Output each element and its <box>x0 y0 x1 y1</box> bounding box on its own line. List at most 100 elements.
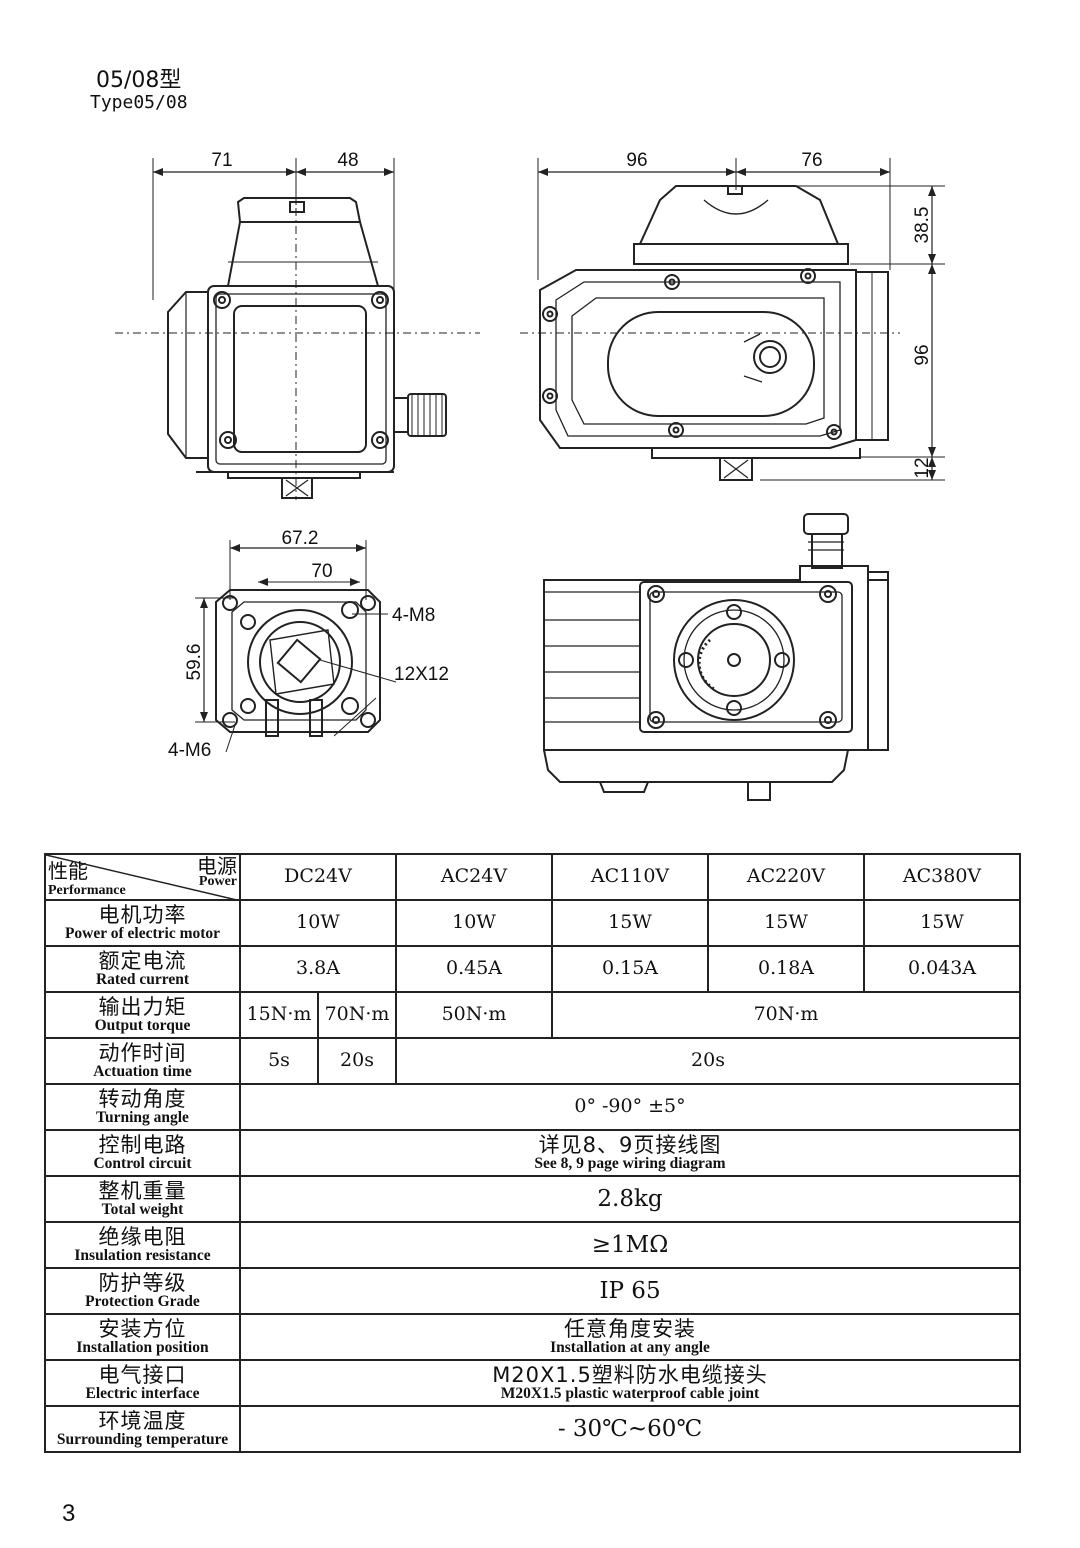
table-cell: 15W <box>863 899 1022 947</box>
label-en: Insulation resistance <box>74 1246 211 1264</box>
label-cn: 电机功率 <box>98 902 187 927</box>
table-cell: 2.8kg <box>238 1175 1022 1223</box>
table-cell: 3.8A <box>238 945 398 993</box>
column-header: DC24V <box>238 853 398 901</box>
label-cn: 电气接口 <box>98 1362 187 1387</box>
value-en: See 8, 9 page wiring diagram <box>534 1154 726 1172</box>
label-cn: 安装方位 <box>98 1316 187 1341</box>
table-cell: 20s <box>395 1037 1022 1085</box>
table-cell: 70N·m <box>316 991 398 1039</box>
dim-side-top: 38.5 <box>912 207 933 244</box>
value-cn: 任意角度安装 <box>564 1316 696 1341</box>
table-cell: 15W <box>707 899 866 947</box>
technical-drawings: 71 48 96 76 38.5 96 12 67.2 70 4-M8 59.6… <box>115 150 945 801</box>
table-cell: IP 65 <box>238 1267 1022 1315</box>
table-cell: ≥1MΩ <box>238 1221 1022 1269</box>
table-cell: 70N·m <box>551 991 1022 1039</box>
label-en: Control circuit <box>93 1154 192 1172</box>
table-cell: - 30℃~60℃ <box>238 1405 1022 1453</box>
bottom-view-drawing <box>543 513 889 801</box>
power-en: Power <box>198 874 237 889</box>
label-en: Output torque <box>94 1016 191 1034</box>
table-cell: 15W <box>551 899 710 947</box>
label-cn: 转动角度 <box>98 1086 187 1111</box>
table-cell: 15N·m <box>239 991 319 1039</box>
diagonal-divider <box>47 856 232 898</box>
table-cell: 5s <box>239 1037 319 1085</box>
flange-view-drawing <box>195 540 397 753</box>
table-cell: 0.043A <box>863 945 1022 993</box>
label-cn: 整机重量 <box>98 1178 187 1203</box>
table-cell: 0.18A <box>707 945 866 993</box>
table-cell: 0° -90° ±5° <box>238 1083 1022 1131</box>
dim-square: 12X12 <box>394 664 449 685</box>
label-en: Power of electric motor <box>64 924 221 942</box>
label-en: Turning angle <box>96 1108 189 1126</box>
table-cell: 20s <box>316 1037 398 1085</box>
label-cn: 绝缘电阻 <box>98 1224 187 1249</box>
column-header: AC110V <box>551 853 710 901</box>
label-cn: 控制电路 <box>98 1132 187 1157</box>
label-en: Installation position <box>76 1338 209 1356</box>
table-cell: 0.45A <box>395 945 554 993</box>
value-en: Installation at any angle <box>550 1338 710 1356</box>
header-cell: 性能 电源 Power Performance <box>44 853 241 901</box>
table-cell: 10W <box>238 899 398 947</box>
dim-flange-height: 59.6 <box>184 644 205 681</box>
side-view-drawing <box>520 158 945 481</box>
dim-side-right: 76 <box>801 150 822 171</box>
column-header: AC24V <box>395 853 554 901</box>
model-title: 05/08型 <box>96 68 182 93</box>
spec-table: 性能 电源 Power Performance DC24V AC24V AC11… <box>44 853 1022 1453</box>
power-cn: 电源 <box>197 854 237 878</box>
label-cn: 防护等级 <box>98 1270 187 1295</box>
label-cn: 额定电流 <box>98 948 187 973</box>
dim-front-right: 48 <box>337 150 358 171</box>
column-header: AC220V <box>707 853 866 901</box>
table-cell: 0.15A <box>551 945 710 993</box>
label-cn: 输出力矩 <box>98 994 187 1019</box>
value-en: M20X1.5 plastic waterproof cable joint <box>500 1384 760 1402</box>
label-en: Protection Grade <box>85 1292 200 1310</box>
performance-en: Performance <box>48 883 126 899</box>
page-number: 3 <box>62 1500 76 1527</box>
dim-flange-holes: 4-M8 <box>392 605 435 626</box>
label-en: Total weight <box>101 1200 184 1218</box>
label-cn: 动作时间 <box>98 1040 187 1065</box>
label-en: Rated current <box>95 970 190 988</box>
column-header: AC380V <box>863 853 1022 901</box>
dim-flange-width: 67.2 <box>282 528 319 549</box>
model-subtitle: Type05/08 <box>90 92 188 113</box>
label-en: Electric interface <box>85 1384 200 1402</box>
label-en: Surrounding temperature <box>56 1430 229 1448</box>
table-row: 性能 电源 Power Performance DC24V AC24V AC11… <box>44 853 1022 901</box>
label-en: Actuation time <box>93 1062 192 1080</box>
dim-side-mid: 96 <box>912 344 933 365</box>
value-cn: 详见8、9页接线图 <box>538 1132 722 1157</box>
